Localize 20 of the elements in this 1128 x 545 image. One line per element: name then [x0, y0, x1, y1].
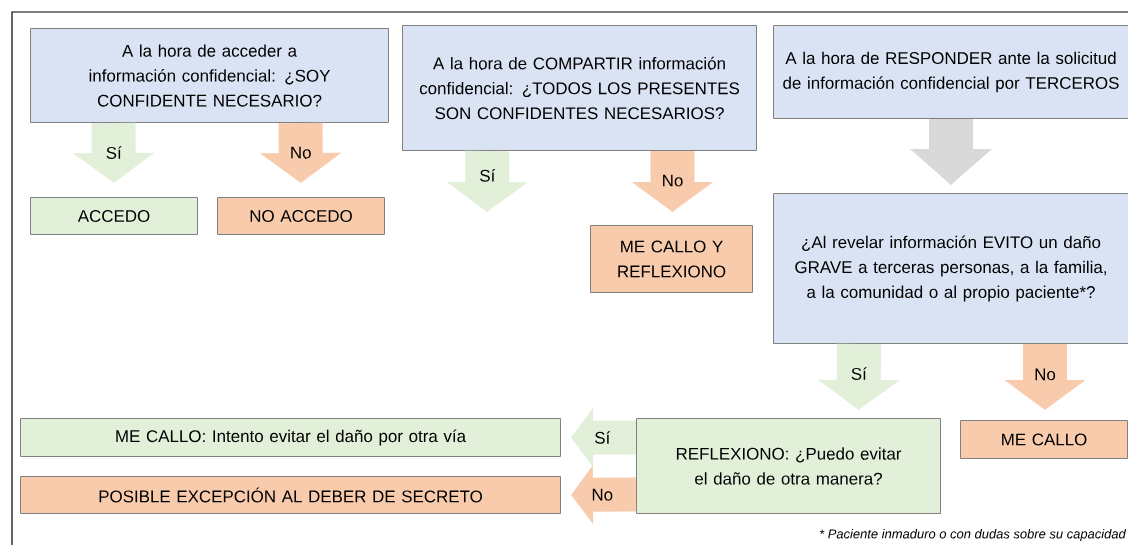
edge-label: Sí: [595, 431, 611, 444]
decision-box: ME CALLO: Intento evitar el daño por otra vía: [20, 418, 561, 457]
decision-box: ACCEDO: [30, 197, 198, 235]
edge-label: No: [663, 174, 683, 187]
edge-label: No: [1035, 368, 1056, 381]
decision-box: ¿Al revelar información EVITO un daño GRAVE a terceras personas, a la familia, a la comunidad o al propio paciente*?: [773, 193, 1128, 344]
decision-box: REFLEXIONO: ¿Puedo evitar el daño de otra manera?: [636, 418, 941, 514]
footnote: * Paciente inmaduro o con dudas sobre su capacidad: [819, 528, 1127, 542]
edge-label: Sí: [480, 169, 496, 182]
decision-box: ME CALLO: [960, 420, 1128, 459]
edge-label: Sí: [851, 367, 867, 380]
decision-box: NO ACCEDO: [217, 197, 385, 235]
decision-box: POSIBLE EXCEPCIÓN AL DEBER DE SECRETO: [20, 476, 561, 514]
edge-label: No: [291, 146, 311, 159]
decision-box: A la hora de COMPARTIR información confidencial: ¿TODOS LOS PRESENTES SON CONFIDENTES NECESARIOS?: [402, 25, 757, 151]
decision-box: A la hora de RESPONDER ante la solicitud de información confidencial por TERCEROS: [773, 25, 1128, 119]
decision-box: A la hora de acceder a información confidencial: ¿SOY CONFIDENTE NECESARIO?: [30, 28, 389, 123]
edge-label: Sí: [106, 146, 122, 159]
edge-label: No: [592, 488, 613, 501]
decision-box: ME CALLO Y REFLEXIONO: [590, 225, 753, 293]
